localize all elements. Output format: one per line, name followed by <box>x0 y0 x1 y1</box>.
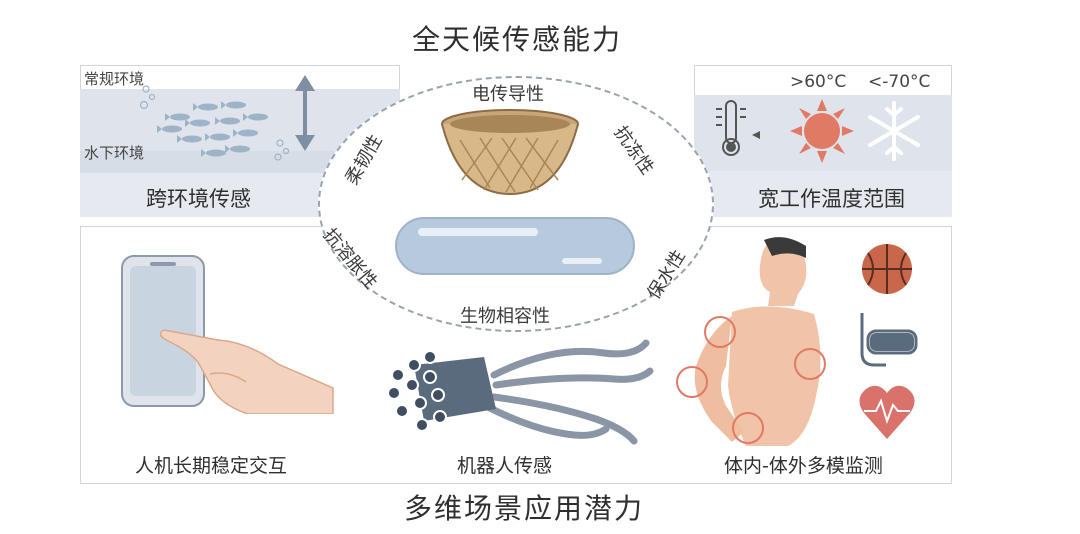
basketball-icon <box>862 244 912 294</box>
cold-temperature-label: <-70°C <box>868 72 931 92</box>
bottom-title: 多维场景应用潜力 <box>404 492 645 525</box>
monitoring-icons <box>859 244 918 439</box>
top-title: 全天候传感能力 <box>412 23 623 56</box>
basket-icon <box>441 109 579 196</box>
tentacle-icon <box>387 339 654 445</box>
application-monitoring-label: 体内-体外多模监测 <box>724 455 883 477</box>
hydrogel-icon <box>395 217 635 275</box>
heart-icon <box>859 385 915 439</box>
snowflake-icon <box>868 101 920 161</box>
cross-environment-caption: 跨环境传感 <box>146 187 251 211</box>
temperature-icons <box>716 99 920 163</box>
double-arrow-icon <box>295 75 315 151</box>
hot-temperature-label: >60°C <box>790 72 847 92</box>
underwater-environment-label: 水下环境 <box>84 144 145 162</box>
temperature-range-caption: 宽工作温度范围 <box>758 187 905 211</box>
diving-mask-icon <box>860 313 918 367</box>
application-robot-label: 机器人传感 <box>457 455 553 477</box>
fish-school-icon <box>139 75 315 161</box>
human-machine-illustration <box>121 255 334 414</box>
property-conductivity: 电传导性 <box>472 84 544 105</box>
bubbles-icon <box>139 85 290 161</box>
application-interaction-label: 人机长期稳定交互 <box>135 455 288 477</box>
property-biocompatibility: 生物相容性 <box>460 306 550 327</box>
sun-icon <box>790 99 854 163</box>
human-icon <box>676 237 826 446</box>
hand-icon <box>159 329 334 414</box>
land-environment-label: 常规环境 <box>84 70 145 88</box>
